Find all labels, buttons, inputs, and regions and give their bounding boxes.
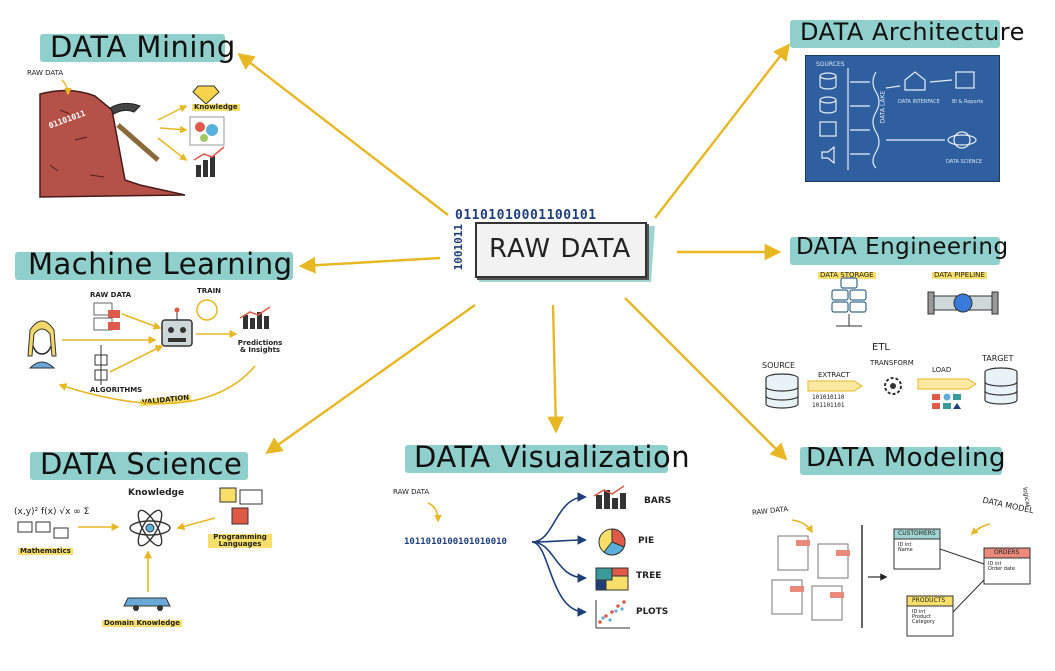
arrow-to-modeling — [624, 297, 788, 461]
main-arrows — [237, 43, 791, 461]
viz-tree: TREE — [636, 571, 662, 581]
modeling-orders: ORDERS — [994, 549, 1020, 556]
engineering-load: LOAD — [932, 366, 952, 374]
science-programming: Programming Languages — [208, 534, 272, 548]
viz-title-bar — [405, 445, 668, 473]
mining-knowledge: Knowledge — [192, 103, 240, 111]
engineering-title-bar — [790, 237, 1000, 265]
viz-plots: PLOTS — [636, 607, 669, 617]
arrow-to-ml — [298, 256, 441, 274]
engineering-etl: ETL — [872, 342, 890, 353]
science-title: DATA Science — [40, 447, 243, 481]
science-math-symbols: (x,y)² f(x) √x ∞ Σ — [14, 507, 90, 517]
ml-predictions: Predictions & Insights — [237, 339, 283, 354]
viz-pie: PIE — [638, 536, 655, 546]
engineering-pipeline: DATA PIPELINE — [932, 271, 987, 279]
engineering-transform: TRANSFORM — [870, 359, 914, 367]
viz-bars: BARS — [644, 496, 672, 506]
raw-data-box — [475, 222, 647, 278]
modeling-product-fields: ID int Product Category — [912, 609, 935, 625]
science-domain: Domain Knowledge — [102, 619, 183, 627]
science-knowledge: Knowledge — [128, 488, 185, 498]
engineering-target: TARGET — [982, 354, 1014, 363]
engineering-storage: DATA STORAGE — [818, 271, 876, 279]
arrow-to-viz — [547, 304, 565, 434]
ml-train: TRAIN — [197, 287, 222, 295]
engineering-extract: EXTRACT — [818, 371, 850, 379]
arrow-to-science — [265, 304, 476, 454]
ml-title-bar — [15, 252, 293, 280]
raw-data-node: RAW DATA — [475, 222, 655, 284]
modeling-customer-fields: ID int Name — [898, 542, 913, 553]
modeling-title-bar — [800, 447, 1002, 475]
ml-raw-data: RAW DATA — [90, 291, 131, 299]
viz-raw-data: RAW DATA — [393, 488, 430, 496]
engineering-binary2: 101101101 — [812, 402, 845, 409]
center-binary-top: 01101010001100101 — [455, 208, 597, 223]
ml-title: Machine Learning — [28, 247, 293, 281]
ml-algorithms: ALGORITHMS — [90, 386, 143, 394]
modeling-order-fields: ID int Order date — [988, 561, 1016, 572]
mining-title-bar — [40, 34, 225, 62]
mining-raw-data: RAW DATA — [27, 69, 64, 77]
arrow-to-mining — [237, 52, 449, 216]
engineering-title: DATA Engineering — [796, 234, 1009, 260]
modeling-title: DATA Modeling — [806, 443, 1007, 473]
viz-title: DATA Visualization — [414, 440, 691, 474]
raw-data-label: RAW DATA — [489, 234, 632, 264]
architecture-interface: DATA INTERFACE — [898, 99, 940, 105]
modeling-products: PRODUCTS — [912, 597, 946, 604]
engineering-source: SOURCE — [762, 361, 796, 370]
engineering-binary1: 101010110 — [812, 394, 845, 401]
architecture-blueprint — [805, 55, 1000, 182]
modeling-customers: CUSTOMERS — [898, 530, 936, 537]
viz-binary: 1011010100101010010 — [404, 537, 507, 547]
architecture-science: DATA SCIENCE — [946, 159, 983, 165]
science-mathematics: Mathematics — [18, 547, 73, 555]
architecture-sources: SOURCES — [816, 61, 845, 68]
architecture-bi: BI & Reports — [952, 99, 984, 105]
architecture-title-bar — [790, 20, 1000, 48]
mining-title: DATA Mining — [50, 30, 236, 64]
arrow-to-architecture — [654, 43, 791, 219]
science-title-bar — [30, 452, 248, 480]
architecture-title: DATA Architecture — [800, 18, 1025, 46]
